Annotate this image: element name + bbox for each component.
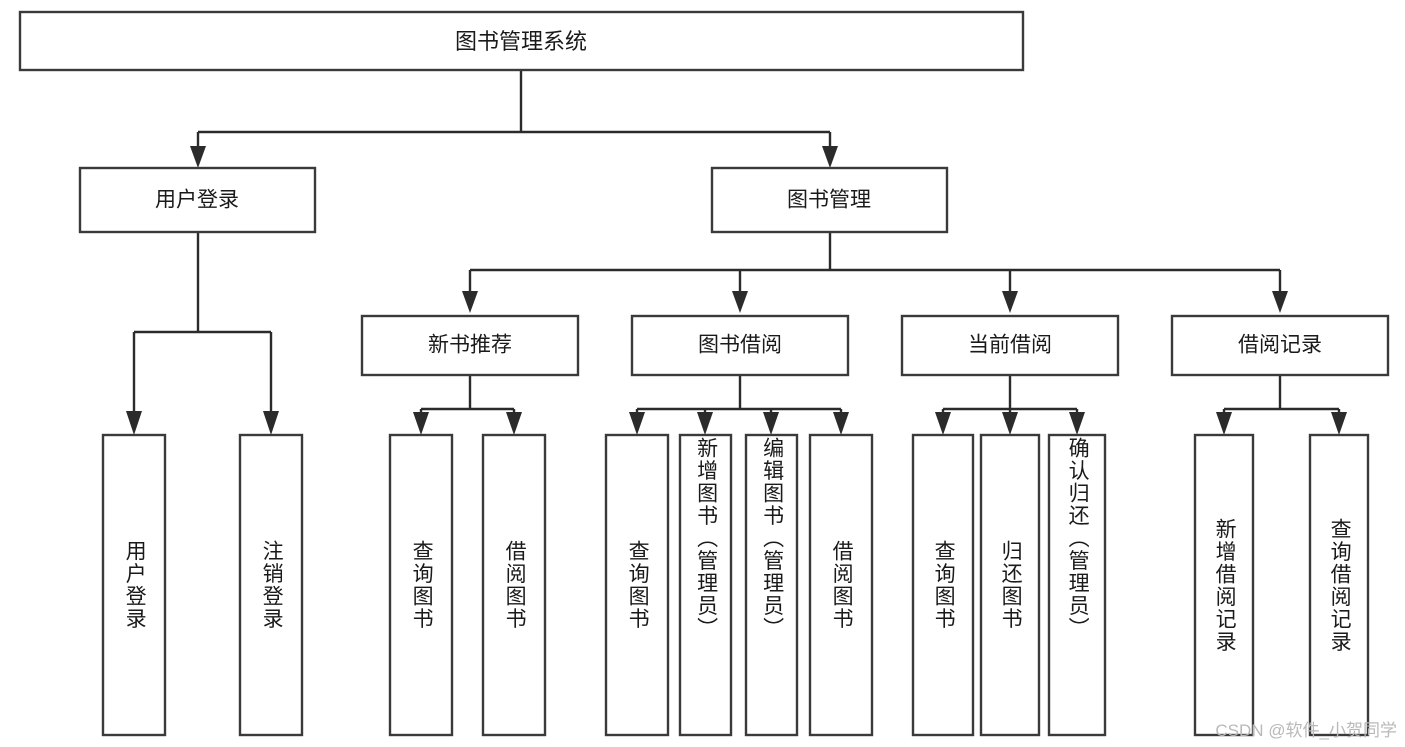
node-leaf-query-book-c-box[interactable] — [911, 433, 975, 737]
node-leaf-borrow-book-b-box[interactable] — [808, 433, 874, 737]
node-current-borrow[interactable]: 当前借阅 — [900, 314, 1120, 377]
arrow-head-leaf-user-login — [126, 411, 142, 435]
arrow-head-leaf-query-record — [1331, 412, 1347, 435]
arrow-head-borrow-record — [1272, 291, 1288, 313]
node-user-login[interactable]: 用户登录 — [78, 166, 317, 234]
arrow-head-leaf-query-book-b — [629, 412, 645, 435]
arrow-head-leaf-borrow-book-a — [506, 412, 522, 435]
arrow-head-current-borrow — [1002, 291, 1018, 313]
node-book-borrow[interactable]: 图书借阅 — [630, 314, 850, 377]
arrow-head-leaf-borrow-book-b — [833, 412, 849, 435]
arrow-head-leaf-add-book — [697, 412, 713, 435]
node-borrow-record[interactable]: 借阅记录 — [1170, 314, 1390, 377]
node-book-borrow-box[interactable] — [630, 314, 850, 377]
node-leaf-add-record-box[interactable] — [1193, 433, 1255, 737]
arrow-head-book-manage — [822, 146, 838, 168]
node-leaf-add-book-box[interactable] — [678, 433, 733, 737]
node-borrow-record-box[interactable] — [1170, 314, 1390, 377]
node-user-login-box[interactable] — [78, 166, 317, 234]
node-borrow-record-label: 借阅记录 — [1238, 334, 1322, 357]
watermark-text: CSDN @软件_小贺同学 — [1215, 721, 1397, 740]
arrow-head-leaf-add-record — [1216, 412, 1232, 435]
connector-group-book-manage-to-level3 — [462, 232, 1288, 313]
arrow-head-leaf-query-book-a — [413, 412, 429, 435]
node-leaf-query-book-a-box[interactable] — [388, 433, 454, 737]
node-new-book-recommend[interactable]: 新书推荐 — [360, 314, 580, 377]
node-current-borrow-box[interactable] — [900, 314, 1120, 377]
node-new-book-recommend-box[interactable] — [360, 314, 580, 377]
node-leaf-return-book-box[interactable] — [979, 433, 1041, 737]
node-leaf-logout-box[interactable] — [238, 433, 304, 737]
node-root-box[interactable] — [18, 10, 1025, 72]
node-user-login-label: 用户登录 — [155, 189, 239, 212]
node-book-manage-label: 图书管理 — [787, 189, 871, 212]
connector-group-root-to-level2 — [190, 70, 838, 168]
node-root[interactable]: 图书管理系统 — [18, 10, 1025, 72]
connector-group-new-book-recommend-to-leaves — [413, 375, 522, 435]
arrow-head-leaf-return-book — [1002, 412, 1018, 435]
node-book-manage-box[interactable] — [710, 166, 949, 234]
node-leaf-borrow-book-a-box[interactable] — [481, 433, 547, 737]
connector-group-book-borrow-to-leaves — [629, 375, 849, 435]
arrow-head-new-book-recommend — [462, 291, 478, 313]
connector-group-borrow-record-to-leaves — [1216, 375, 1347, 435]
node-leaf-confirm-return-box[interactable] — [1047, 433, 1107, 737]
arrow-head-leaf-logout — [263, 411, 279, 435]
node-root-label: 图书管理系统 — [455, 29, 587, 54]
node-book-manage[interactable]: 图书管理 — [710, 166, 949, 234]
node-new-book-recommend-label: 新书推荐 — [428, 334, 512, 357]
node-leaf-user-login-box[interactable] — [101, 433, 167, 737]
node-current-borrow-label: 当前借阅 — [968, 334, 1052, 357]
arrow-head-leaf-edit-book — [763, 412, 779, 435]
node-leaf-query-record-box[interactable] — [1308, 433, 1370, 737]
arrow-head-leaf-confirm-return — [1069, 412, 1085, 435]
connector-group-user-login-to-leaves — [126, 232, 279, 435]
arrow-head-user-login — [190, 146, 206, 168]
node-leaf-edit-book-box[interactable] — [744, 433, 799, 737]
node-book-borrow-label: 图书借阅 — [698, 334, 782, 357]
connector-group-current-borrow-to-leaves — [935, 375, 1085, 435]
arrow-head-book-borrow — [732, 291, 748, 313]
node-leaf-query-book-b-box[interactable] — [604, 433, 670, 737]
arrow-head-leaf-query-book-c — [935, 412, 951, 435]
